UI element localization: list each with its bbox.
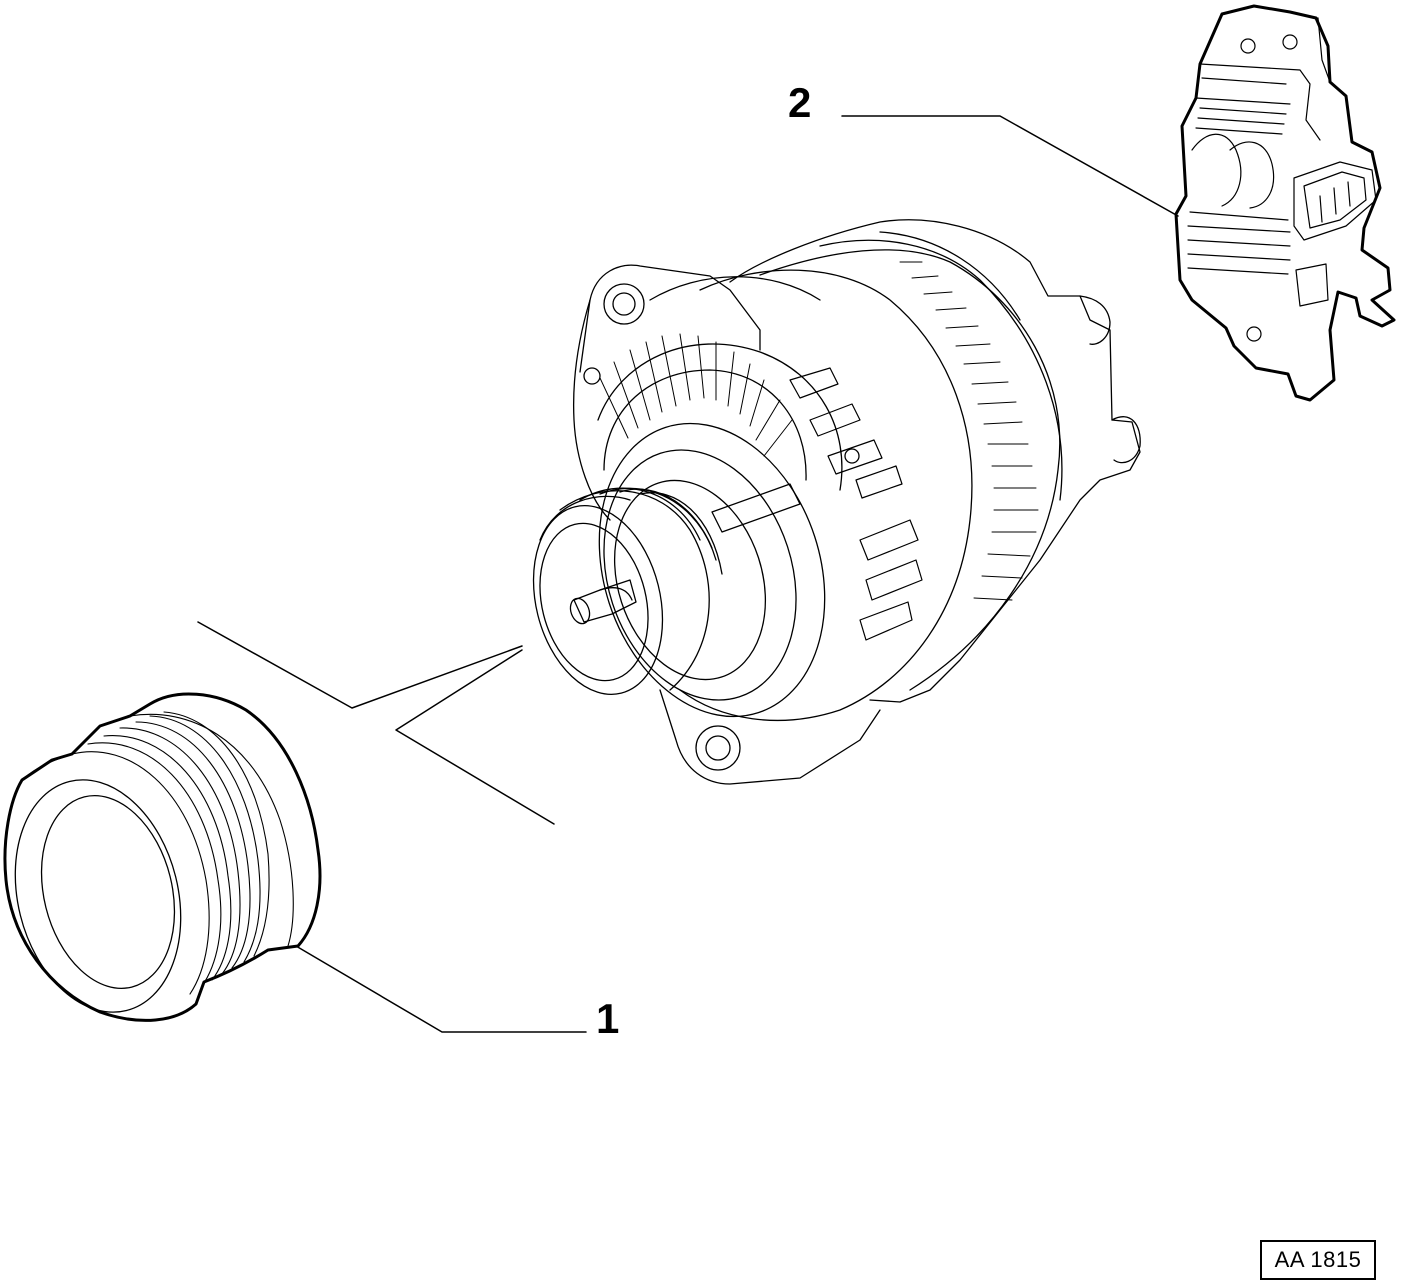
- reference-code-box: AA 1815: [1260, 1240, 1376, 1280]
- reference-code: AA 1815: [1274, 1247, 1362, 1272]
- callout-label-1: 1: [596, 995, 620, 1042]
- voltage-regulator-illustration: [1174, 4, 1396, 402]
- alternator-illustration: [532, 219, 1141, 785]
- pulley-illustration: [3, 692, 322, 1022]
- leader-lines: [197, 115, 1179, 1033]
- callout-label-2: 2: [788, 79, 812, 126]
